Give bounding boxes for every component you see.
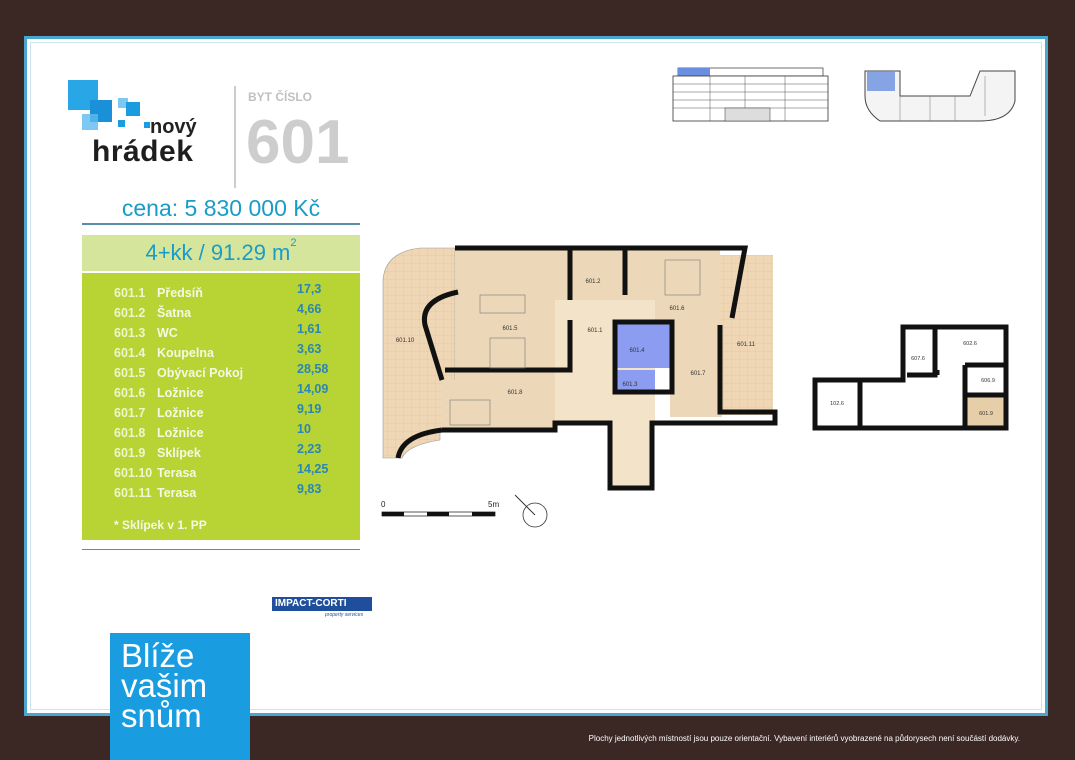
room-code: 601.3: [114, 326, 146, 340]
apartment-number: 601: [246, 108, 350, 177]
partner-logo-sub: property services: [325, 612, 364, 618]
slogan-line: vašim: [121, 667, 208, 704]
room-label: 601.4: [629, 348, 645, 354]
room-name: Předsíň: [157, 286, 203, 300]
room-name: Ložnice: [157, 426, 204, 440]
cellar-label: 607.6: [911, 356, 925, 362]
area-unit-sup: 2: [290, 237, 297, 249]
cellar-label: 102.6: [830, 401, 844, 407]
room-area: 28,58: [297, 362, 329, 376]
slogan-line: snům: [121, 697, 202, 734]
room-label: 601.10: [396, 338, 415, 344]
room-area: 3,63: [297, 342, 322, 356]
room-code: 601.9: [114, 446, 146, 460]
room-area: 1,61: [297, 322, 322, 336]
room-label: 601.11: [737, 342, 756, 348]
room-code: 601.2: [114, 306, 146, 320]
room-code: 601.6: [114, 386, 146, 400]
room-area: 14,09: [297, 382, 329, 396]
room-label: 601.5: [502, 326, 518, 332]
room-code: 601.7: [114, 406, 146, 420]
divider: [82, 223, 360, 225]
room-list: * Sklípek v 1. PP 601.1 Předsíň 17,3 601.2 Š…: [82, 273, 360, 540]
room-code: 601.8: [114, 426, 146, 440]
scale-end: 5m: [488, 500, 499, 509]
room-label: 601.8: [507, 390, 523, 396]
divider: [82, 549, 360, 550]
building-elevation-thumbnail: [672, 67, 829, 122]
logo-text: hrádek: [92, 135, 194, 168]
room-code: 601.11: [114, 486, 152, 500]
north-arrow-icon: [514, 494, 548, 528]
room-name: Terasa: [157, 486, 197, 500]
wc-601-3: [615, 370, 655, 392]
scale-start: 0: [381, 500, 386, 509]
cellar-floor-plan: 102.6 602.6 607.6 606.9 601.9: [812, 324, 1009, 431]
price: cena: 5 830 000 Kč: [121, 195, 321, 221]
room-name: Terasa: [157, 466, 197, 480]
room-name: Koupelna: [157, 346, 214, 360]
room-area: 10: [297, 422, 311, 436]
apartment-label: BYT ČÍSLO: [248, 90, 313, 104]
room-area: 17,3: [297, 282, 322, 296]
cellar-label: 606.9: [981, 378, 995, 384]
footnote: * Sklípek v 1. PP: [114, 518, 207, 532]
room-name: Obývací Pokoj: [157, 366, 244, 380]
room-code: 601.5: [114, 366, 146, 380]
cellar-label: 602.6: [963, 341, 977, 347]
bathroom-601-4: [615, 322, 670, 368]
room-area: 14,25: [297, 462, 329, 476]
room-name: Sklípek: [157, 446, 201, 460]
room-label: 601.3: [622, 382, 638, 388]
room-name: WC: [157, 326, 178, 340]
layout-type: 4+kk / 91.29 m2: [82, 235, 360, 271]
room-label: 601.1: [587, 328, 603, 334]
apartment-floor-plan: 601.2 601.6 601.1 601.5 601.4 601.3 601.…: [381, 245, 778, 528]
floor-key-thumbnail: [864, 70, 1016, 122]
logo-text: nový: [150, 116, 197, 138]
disclaimer: Plochy jednotlivých místností jsou pouze…: [588, 734, 1020, 743]
slogan-box: Blíže vašim snům: [110, 633, 250, 760]
room-label: 601.2: [585, 279, 601, 285]
terrace-601-11: [720, 255, 773, 415]
room-code: 601.10: [114, 466, 153, 480]
scale-bar: 0 5m: [381, 500, 499, 517]
room-name: Ložnice: [157, 386, 204, 400]
room-area: 9,83: [297, 482, 322, 496]
divider: [234, 86, 236, 188]
room-code: 601.4: [114, 346, 146, 360]
room-area: 4,66: [297, 302, 322, 316]
room-label: 601.6: [669, 306, 685, 312]
room-name: Ložnice: [157, 406, 204, 420]
slogan-line: Blíže: [121, 637, 195, 674]
room-area: 9,19: [297, 402, 322, 416]
logo-squares-icon: [68, 80, 150, 130]
layout-type-text: 4+kk / 91.29 m: [145, 240, 291, 265]
cellar-label: 601.9: [979, 411, 993, 417]
room-label: 601.7: [690, 371, 706, 377]
room-code: 601.1: [114, 286, 146, 300]
room-name: Šatna: [157, 306, 192, 320]
room-area: 2,23: [297, 442, 322, 456]
partner-logo: IMPACT-CORTI: [272, 597, 372, 611]
